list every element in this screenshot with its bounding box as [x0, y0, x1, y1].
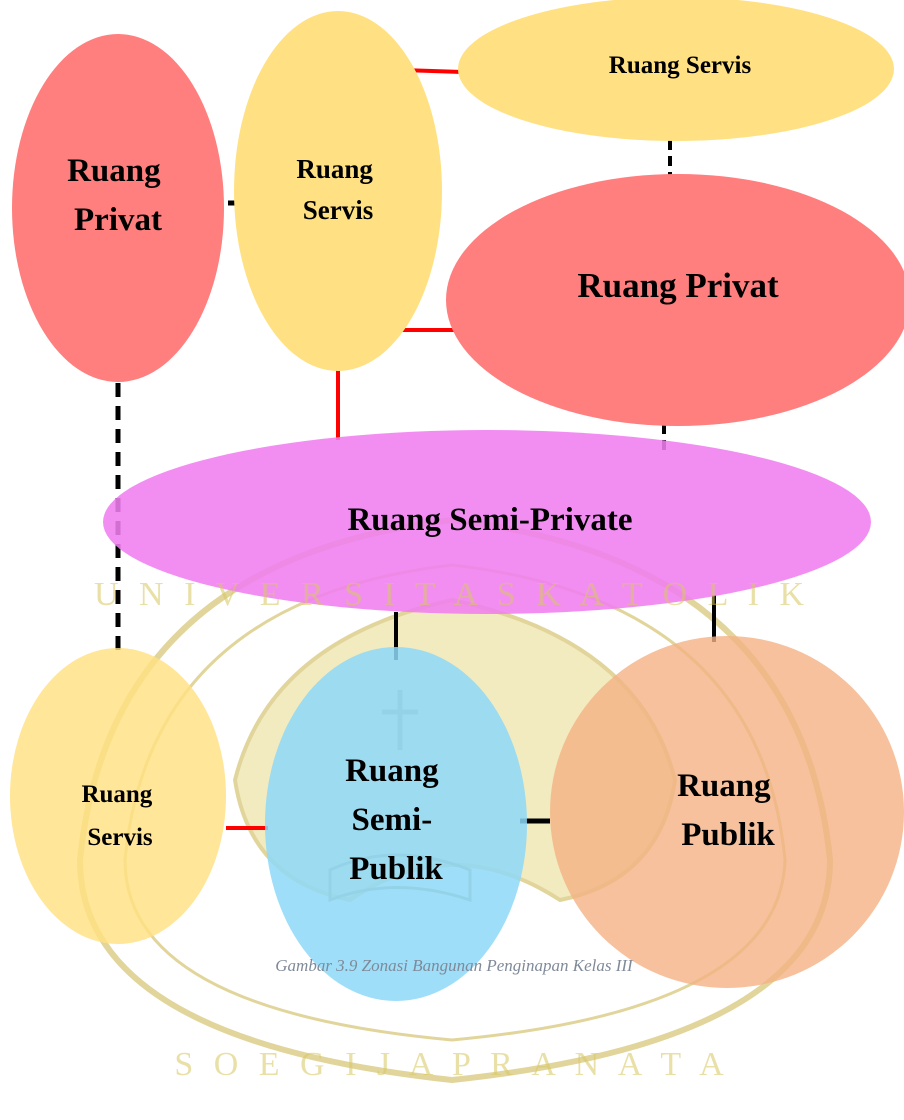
zone-servis-top	[458, 0, 894, 141]
label-semi-publik: Ruang Semi- Publik	[345, 753, 447, 887]
figure-caption: Gambar 3.9 Zonasi Bangunan Penginapan Ke…	[275, 956, 634, 975]
zone-servis-bottom	[10, 648, 226, 944]
svg-text:U N I V E R S I T A S K A T: U N I V E R S I T A S K A T O L I K	[94, 576, 810, 613]
svg-text:S O E G I J A P R A N A T A: S O E G I J A P R A N A T A	[174, 1046, 729, 1083]
zone-semi-publik	[265, 647, 527, 1001]
label-semi-private: Ruang Semi-Private	[347, 502, 632, 538]
label-servis-bottom: Ruang Servis	[81, 781, 158, 851]
label-servis-top: Ruang Servis	[609, 52, 752, 79]
zone-servis-center	[234, 11, 442, 371]
label-privat-left: Ruang Privat	[67, 153, 169, 238]
label-privat-right: Ruang Privat	[577, 266, 779, 305]
zone-privat-right	[446, 174, 904, 426]
watermark-text: U N I V E R S I T A S K A T O L I K S O …	[94, 576, 810, 1083]
zone-semi-private	[103, 430, 871, 614]
zone-publik	[550, 636, 904, 988]
zone-privat-left	[12, 34, 224, 382]
label-publik: Ruang Publik	[677, 768, 779, 853]
label-servis-center: Ruang Servis	[296, 154, 379, 225]
